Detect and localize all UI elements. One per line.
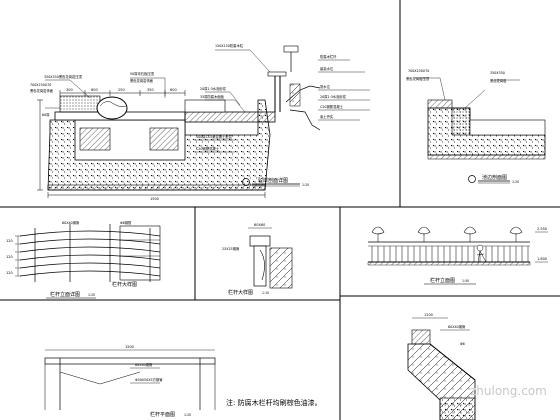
panel-title: 池边剖面图 — [482, 174, 507, 181]
annotation: 黑色花岗岩饰面 — [130, 78, 154, 83]
panel-scale: 1:10 — [262, 291, 269, 295]
dim-label: 600 — [170, 88, 177, 92]
boulder — [96, 96, 128, 120]
annotation: 80X40钢管 — [135, 362, 153, 367]
annotation: Φ6 — [460, 342, 465, 346]
panel-scale: 1:20 — [512, 180, 519, 184]
annotation: 常水位 — [320, 84, 331, 89]
annotation: 黑色花岗岩 — [490, 78, 507, 83]
panel-scale: 1:20 — [88, 293, 95, 297]
railing-post — [274, 72, 281, 112]
panel-title: 驳岸剖面详图 — [258, 177, 288, 184]
panel-scale: 1:20 — [184, 413, 191, 417]
annotation: 黑色花岗岩饰面 — [30, 88, 54, 93]
annotation: 700X250X70 — [408, 69, 429, 73]
annotation: 350X350黑色花岗岩压顶 — [44, 74, 83, 79]
section-marker — [242, 178, 250, 186]
annotation: 最高水位 — [320, 66, 334, 71]
base-layer — [47, 184, 266, 191]
panel-railing-plan: 1500 80X40钢管 Φ50X50X5方钢管 注: 防腐木栏杆均刷棕色油漆。… — [44, 345, 322, 418]
annotation: 防腐木栏杆 — [320, 54, 337, 59]
panel-small-detail: 栏杆大样图 — [112, 225, 161, 288]
watermark: zhulong.com — [470, 384, 547, 398]
annotation: 60X40钢管 — [448, 324, 466, 329]
section-marker — [468, 175, 476, 183]
elevation-label: 1.800 — [537, 257, 547, 261]
annotation: C20钢筋混凝土 — [320, 104, 344, 109]
annotation: 350X350 — [490, 71, 505, 75]
annotation: 20厚1:3水泥砂浆 — [200, 86, 227, 91]
dim-label: 120 — [6, 255, 13, 259]
panel-title: 栏杆平面图 — [150, 411, 175, 418]
panel-title: 栏杆立面图 — [430, 277, 455, 284]
annotation: 60X60 — [254, 223, 265, 227]
annotation: 素土夯实 — [320, 114, 334, 119]
dim-label: 120 — [6, 239, 13, 243]
annotation: 150X150防腐木柱 — [215, 43, 244, 48]
dim-label: 350 — [147, 88, 154, 92]
panel-scale: 1:50 — [462, 279, 469, 283]
sheet-note: 注: 防腐木栏杆均刷棕色油漆。 — [226, 398, 322, 407]
annotation: Φ50X50X5方钢管 — [135, 377, 163, 382]
stone-block — [149, 127, 179, 151]
panel-scale: 1:20 — [302, 183, 309, 187]
panel-section-main: 300 800 250 350 600 1500 350X350黑色花岗岩压顶 … — [30, 43, 370, 201]
annotation: 35厚防腐木面板 — [200, 94, 225, 99]
panel-post-detail: 60X60 25X25钢管 栏杆大样图 1:10 — [222, 223, 293, 296]
deck-platform — [184, 111, 276, 123]
panel-railing-detail: 60X40钢管 Φ6钢筋 120 120 120 栏杆立面详图 1:20 — [6, 220, 161, 299]
dim-label: 1500 — [125, 345, 134, 349]
annotation: 60厚 — [42, 112, 50, 117]
dim-label: 1500 — [150, 197, 159, 201]
dim-label: 120 — [6, 271, 13, 275]
dim-label: 300 — [66, 88, 73, 92]
stone-block — [79, 127, 111, 151]
annotation: 25X25钢管 — [222, 246, 240, 251]
dim-label: 1200 — [424, 313, 433, 317]
annotation: 黑色花岗岩压顶 — [406, 76, 430, 81]
dim-label: 250 — [118, 88, 125, 92]
panel-title: 栏杆立面详图 — [50, 291, 80, 298]
panel-railing-section: 1200 60X40钢管 Φ6 zhulong.com — [407, 313, 547, 420]
panel-railing-elevation: 2.550 1.800 栏杆立面图 1:50 — [367, 226, 548, 285]
panel-pool-edge: 700X250X70 黑色花岗岩压顶 350X350 黑色花岗岩 池边剖面图 1… — [406, 69, 546, 184]
edge-stone — [59, 95, 101, 113]
panel-title: 栏杆大样图 — [228, 289, 253, 296]
annotation: Φ6钢筋 — [120, 220, 132, 225]
annotation: 20厚1:3水泥砂浆 — [320, 94, 347, 99]
dim-label: 800 — [91, 88, 98, 92]
annotation: 50厚青石板压顶 — [130, 71, 155, 76]
elevation-label: 2.550 — [537, 227, 547, 231]
annotation: 700X250X70 — [30, 83, 51, 87]
annotation: C20钢筋混凝土 — [196, 146, 220, 151]
annotation: 100厚C15素混凝土垫层 — [196, 134, 233, 139]
annotation: 60X40钢管 — [62, 220, 80, 225]
panel-title: 栏杆大样图 — [112, 281, 137, 288]
